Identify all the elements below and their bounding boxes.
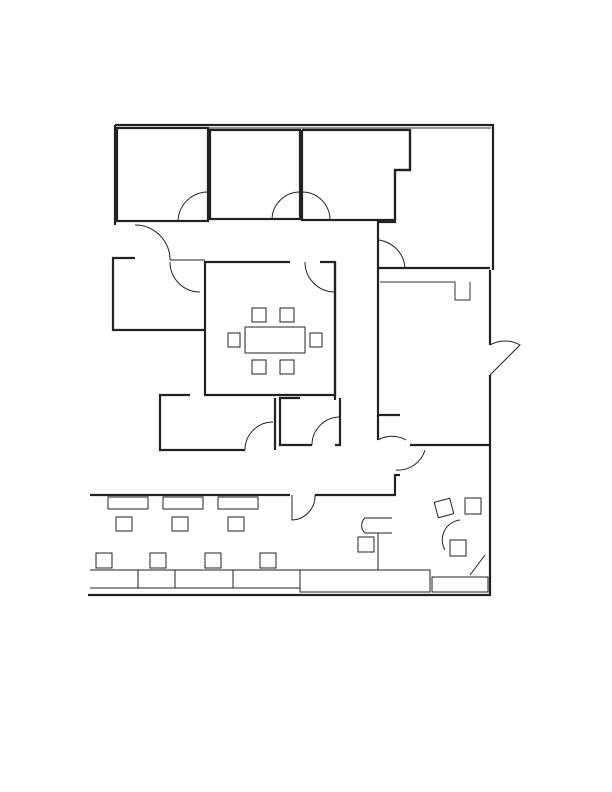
corridor-walls — [333, 262, 380, 440]
conference-table — [244, 326, 306, 354]
office-left — [111, 256, 205, 332]
office-2 — [208, 128, 302, 221]
lounge-area — [431, 497, 489, 593]
door-swings — [134, 191, 521, 521]
office-1 — [115, 126, 210, 223]
office-3 — [300, 128, 412, 222]
open-office — [90, 473, 489, 593]
top-offices — [111, 126, 490, 332]
reception-desk — [357, 517, 392, 570]
conference-chairs — [227, 307, 323, 375]
conference-room — [203, 260, 337, 397]
right-office — [376, 281, 490, 447]
workstations-row-2 — [90, 552, 431, 593]
small-rooms — [158, 393, 342, 452]
workstations-row-1 — [107, 496, 259, 532]
